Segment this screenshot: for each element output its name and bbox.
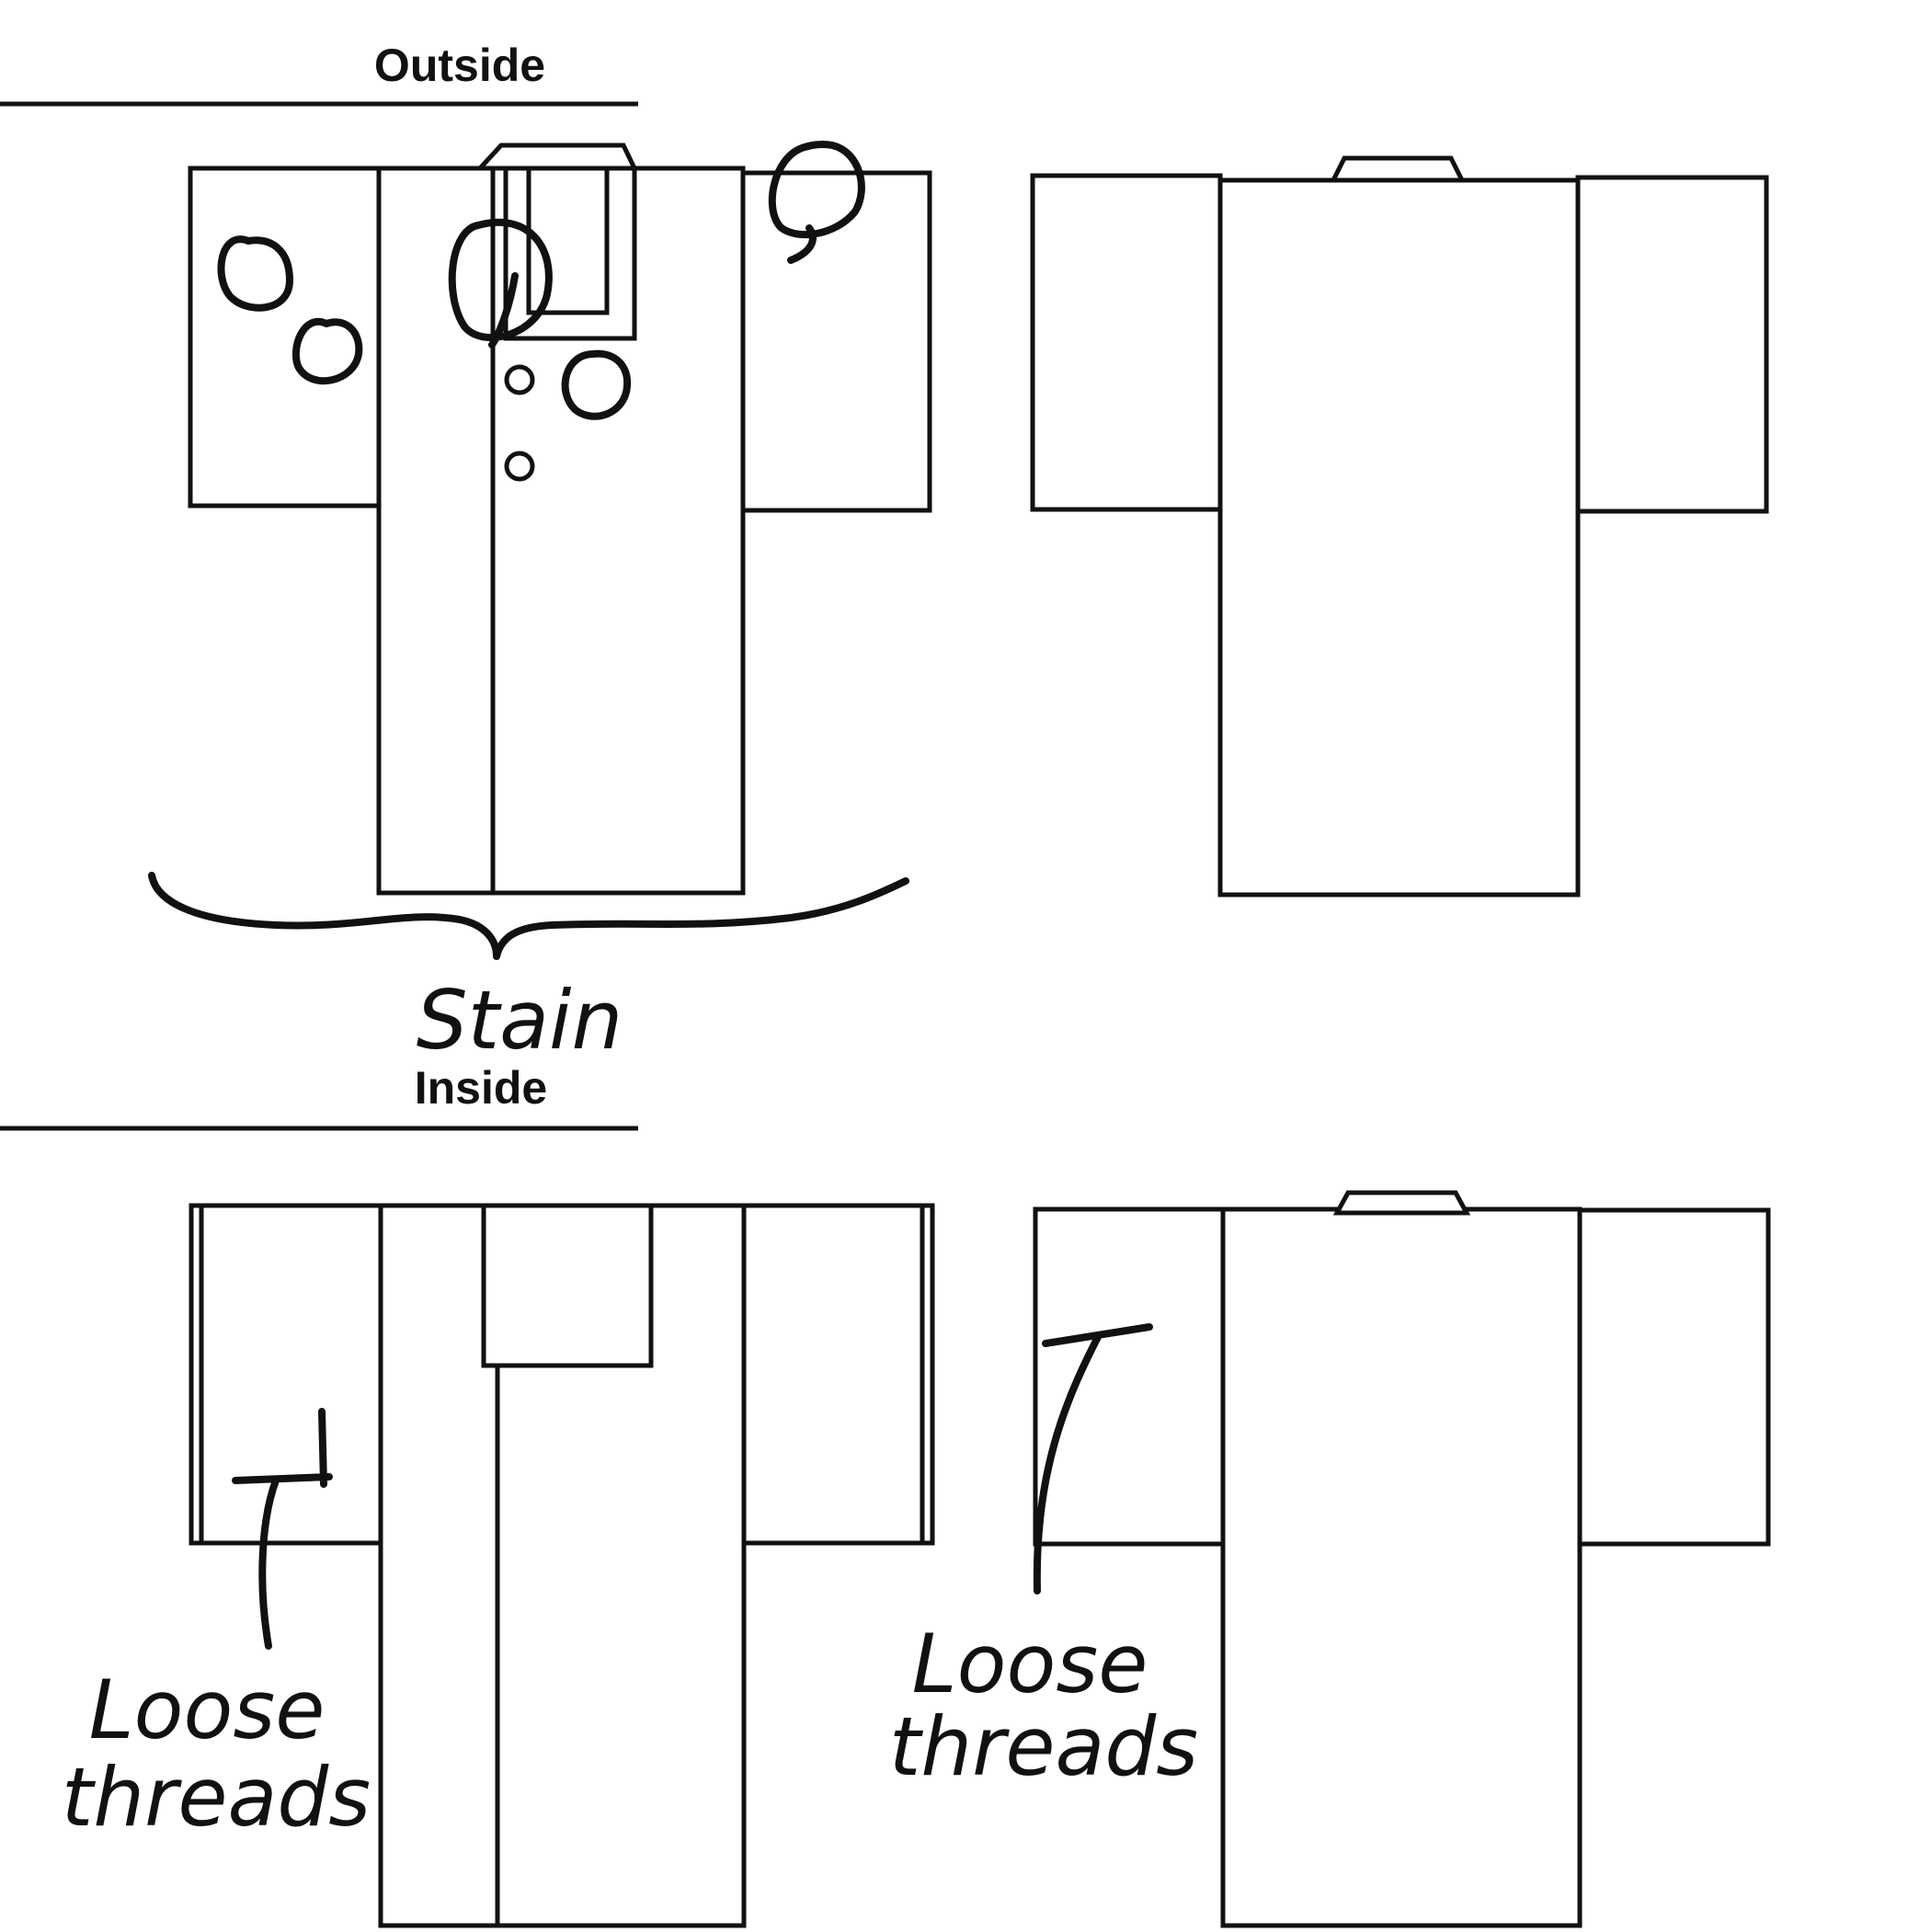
outside-front-body [376, 166, 746, 896]
loose-threads-right-line1: Loose [912, 1617, 1148, 1711]
loose-threads-pointer-right [1033, 1323, 1153, 1595]
stain-circle-1 [217, 235, 293, 312]
inside-back-kimono [1033, 1190, 1771, 1928]
stain-circle-2 [291, 317, 363, 385]
loose-threads-pointer-left [232, 1408, 333, 1650]
inside-front-right-sleeve [741, 1203, 935, 1546]
stain-circle-3 [448, 218, 553, 349]
loose-threads-left-line1: Loose [89, 1663, 326, 1757]
outside-back-left-sleeve [1030, 173, 1223, 512]
outside-back-right-sleeve [1575, 175, 1769, 514]
loose-threads-left-line2: threads [62, 1750, 371, 1845]
inside-front-left-sleeve [189, 1203, 383, 1546]
stain-marks [148, 140, 909, 960]
loose-threads-right-line2: threads [889, 1699, 1198, 1794]
outside-front-left-sleeve [188, 166, 382, 509]
inside-back-right-sleeve [1577, 1207, 1771, 1547]
outside-back-kimono [1030, 155, 1769, 897]
stain-label: Stain [417, 973, 623, 1068]
outside-back-body [1217, 177, 1581, 897]
inside-back-body [1220, 1206, 1583, 1928]
outside-front-kimono [188, 143, 932, 896]
outside-back-collar-tab [1329, 155, 1467, 183]
stain-circle-5 [768, 140, 865, 264]
section-label-outside: Outside [374, 40, 545, 91]
inside-back-left-sleeve [1033, 1206, 1226, 1547]
stain-circle-4 [561, 349, 632, 420]
inside-front-kimono [189, 1203, 935, 1928]
outside-front-button-bottom [504, 451, 535, 482]
stain-bracket [148, 872, 909, 960]
inside-front-collar-patch [481, 1203, 654, 1368]
section-label-inside: Inside [415, 1062, 547, 1114]
inside-back-collar-tab [1332, 1190, 1471, 1216]
outside-front-button-top [504, 364, 535, 395]
